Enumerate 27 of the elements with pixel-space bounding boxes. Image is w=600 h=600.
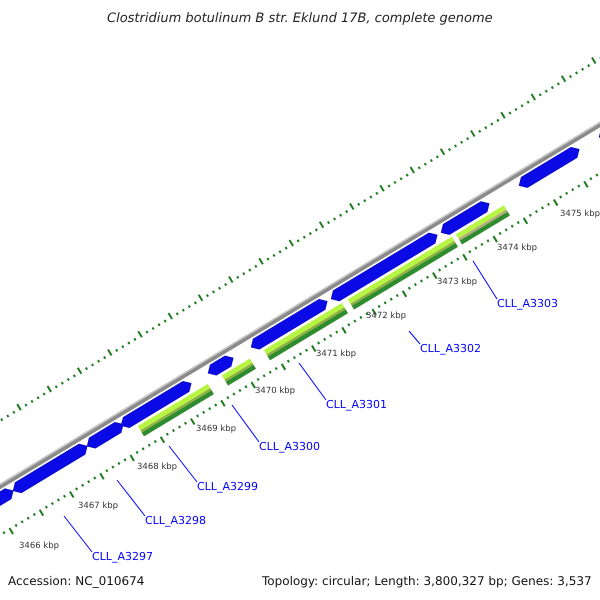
leader-line [298,362,326,400]
scale-label: 3466 kbp [19,542,60,550]
leader-line [408,330,420,344]
scale-label: 3471 kbp [316,350,356,358]
scale-label: 3472 kbp [366,312,406,320]
gene-label: CLL_A3303 [497,298,558,308]
gene-label: CLL_A3299 [197,480,258,492]
footer-note: Topology: circular; Length: 3,800,327 bp; Genes: 3,537 [262,575,592,587]
gene-label: CLL_A3301 [326,398,387,410]
footer-note: Accession: NC_010674 [8,575,144,587]
leader-line [64,516,92,552]
scale-label: 3474 kbp [497,244,538,252]
scale-label: 3469 kbp [196,424,236,433]
scale-label: 3475 kbp [560,210,600,218]
gene-label: CLL_A3302 [420,342,481,354]
map-title: Clostridium botulinum B str. Eklund 17B, complete genome [107,12,493,24]
scale-label: 3470 kbp [255,386,296,395]
leader-line [472,260,498,300]
scale-label: 3468 kbp [137,462,178,471]
leader-line [116,480,146,516]
scale-label: 3467 kbp [78,502,118,510]
scale-label: 3473 kbp [437,278,478,286]
gene-label: CLL_A3297 [92,550,153,562]
leader-line [168,446,198,482]
leader-line [232,404,260,442]
gene-label: CLL_A3300 [259,440,320,452]
gene-label: CLL_A3298 [145,514,206,526]
